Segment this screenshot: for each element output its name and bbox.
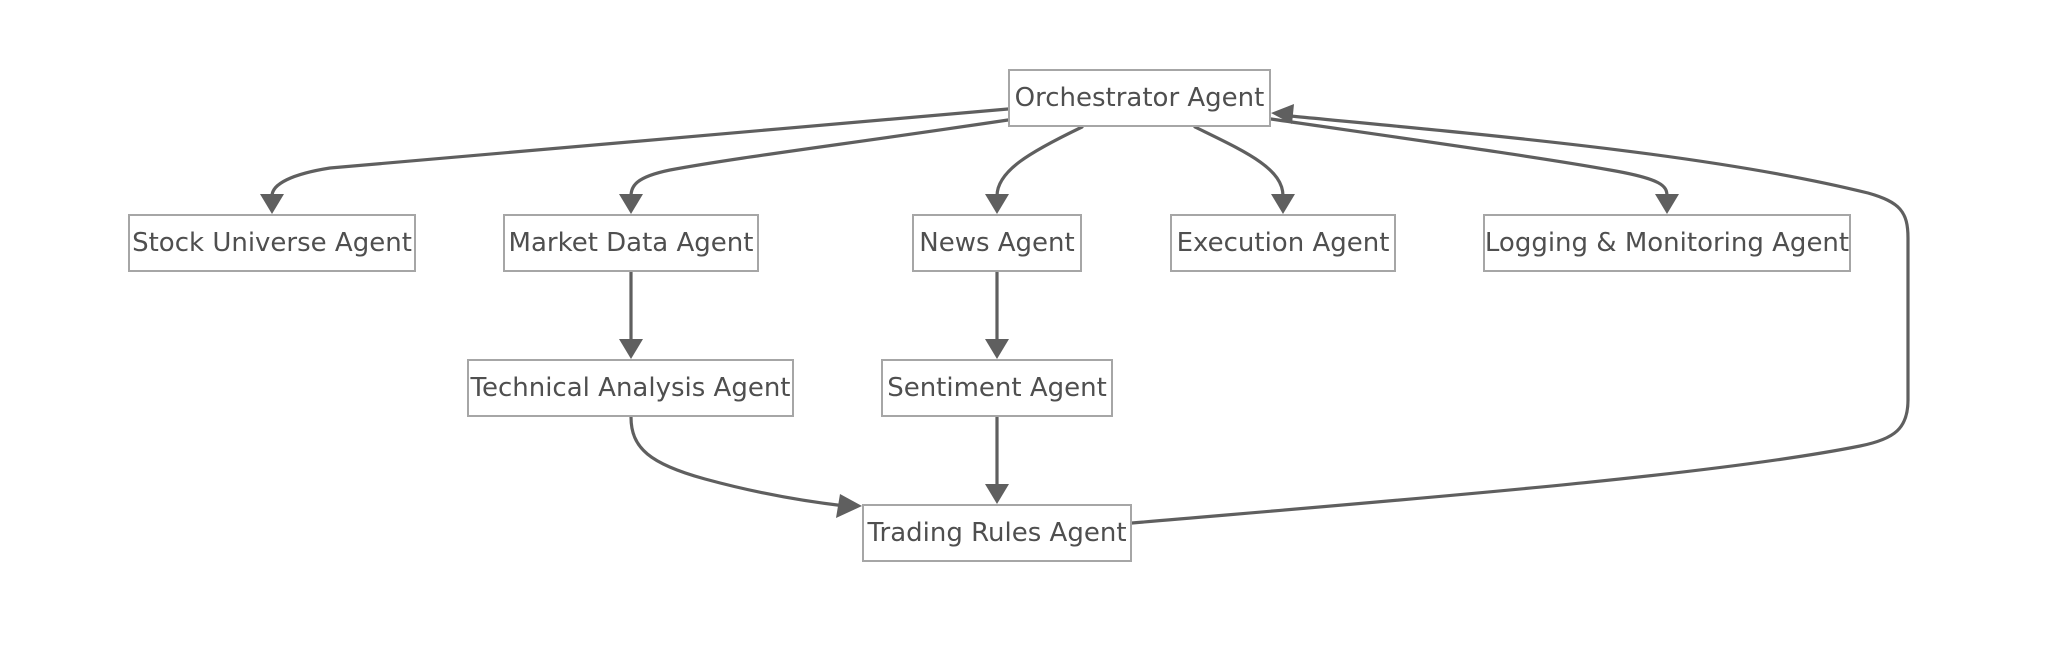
- sentiment-agent-label: Sentiment Agent: [887, 373, 1107, 403]
- sentiment-agent-node: Sentiment Agent: [881, 359, 1113, 417]
- arrow-head-icon: [985, 339, 1009, 359]
- trading-rules-agent-label: Trading Rules Agent: [867, 518, 1127, 548]
- market-data-agent-node: Market Data Agent: [503, 214, 759, 272]
- news-agent-node: News Agent: [912, 214, 1082, 272]
- execution-agent-label: Execution Agent: [1176, 228, 1390, 258]
- edge-trading-rules-to-orchestrator: [1130, 104, 1910, 525]
- arrow-head-icon: [985, 194, 1009, 214]
- edge-orchestrator-to-market-data: [619, 118, 1010, 214]
- orchestrator-agent-label: Orchestrator Agent: [1014, 83, 1265, 113]
- logging-monitoring-agent-label: Logging & Monitoring Agent: [1484, 228, 1850, 258]
- edge-orchestrator-to-execution: [1193, 125, 1295, 214]
- arrow-head-icon: [619, 194, 643, 214]
- trading-rules-agent-node: Trading Rules Agent: [862, 504, 1132, 562]
- stock-universe-agent-node: Stock Universe Agent: [128, 214, 416, 272]
- edge-news-to-sentiment: [985, 270, 1009, 359]
- arrow-head-icon: [260, 194, 284, 214]
- news-agent-label: News Agent: [919, 228, 1075, 258]
- edge-orchestrator-to-logging: [1269, 117, 1679, 214]
- orchestrator-agent-node: Orchestrator Agent: [1008, 69, 1271, 127]
- edge-orchestrator-to-news: [985, 125, 1084, 214]
- edge-sentiment-to-trading-rules: [985, 415, 1009, 504]
- arrow-head-icon: [836, 494, 862, 518]
- arrow-head-icon: [985, 484, 1009, 504]
- execution-agent-node: Execution Agent: [1170, 214, 1396, 272]
- technical-analysis-agent-label: Technical Analysis Agent: [470, 373, 791, 403]
- edge-market-data-to-technical-analysis: [619, 270, 643, 359]
- arrow-head-icon: [1655, 194, 1679, 214]
- technical-analysis-agent-node: Technical Analysis Agent: [467, 359, 794, 417]
- stock-universe-agent-label: Stock Universe Agent: [132, 228, 412, 258]
- arrow-head-icon: [1271, 194, 1295, 214]
- edge-technical-analysis-to-trading-rules: [629, 415, 862, 518]
- arrow-head-icon: [619, 339, 643, 359]
- market-data-agent-label: Market Data Agent: [508, 228, 754, 258]
- logging-monitoring-agent-node: Logging & Monitoring Agent: [1483, 214, 1851, 272]
- edge-orchestrator-to-stock-universe: [260, 107, 1010, 214]
- arrow-head-icon: [1271, 104, 1294, 124]
